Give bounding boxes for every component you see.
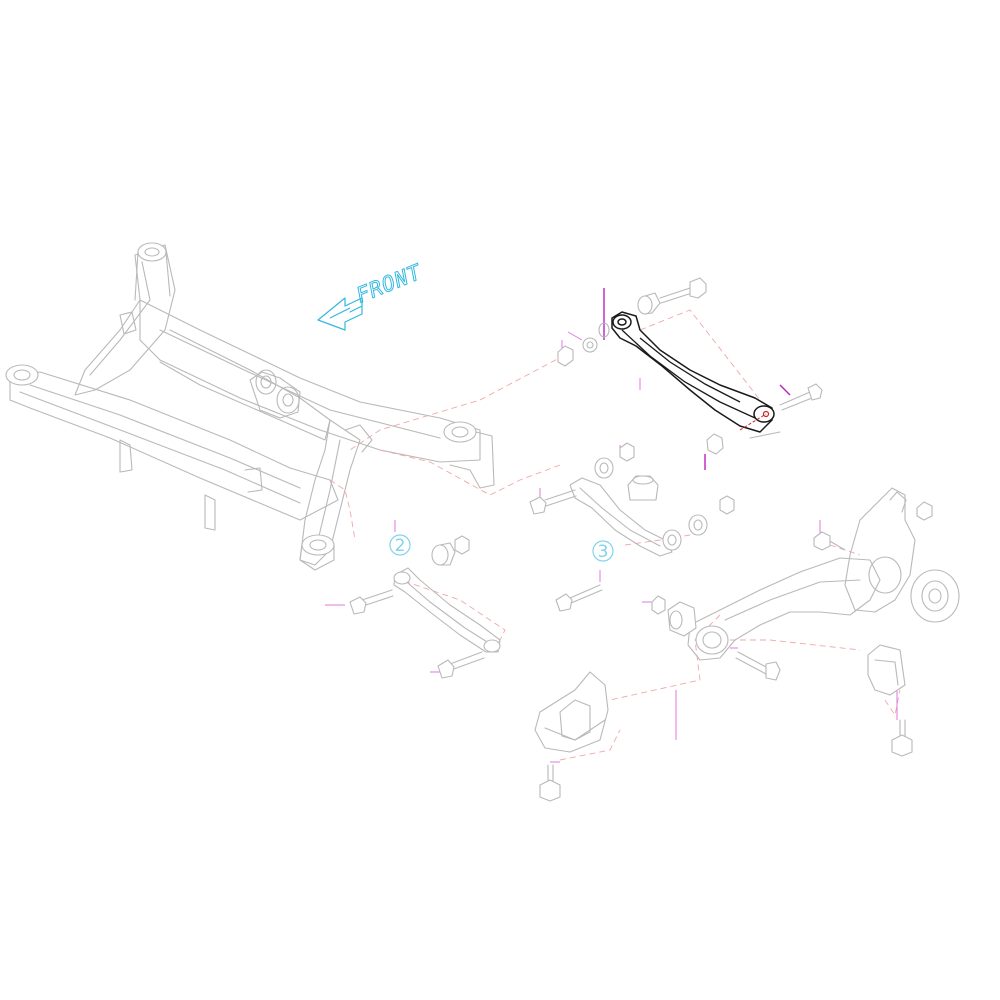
upper-arm-assembly <box>529 442 735 612</box>
callout-2: 2 <box>389 534 411 556</box>
lower-mount-bracket <box>534 671 609 802</box>
callout-3: 3 <box>592 540 614 562</box>
trailing-link-arm <box>611 311 773 433</box>
knuckle-and-trailing-arm <box>651 487 960 757</box>
callout-2-number: 2 <box>395 536 406 556</box>
reference-ticks <box>325 288 898 763</box>
rear-subframe <box>5 242 495 571</box>
trailing-link-fasteners <box>557 277 823 455</box>
front-arrow-icon <box>317 297 363 331</box>
callout-3-number: 3 <box>598 542 609 562</box>
front-direction-indicator: FRONT <box>317 259 426 331</box>
lower-lateral-link-assembly <box>349 535 501 679</box>
highlighted-trailing-link-assembly <box>611 311 775 433</box>
front-label: FRONT <box>353 260 426 308</box>
leader-lines <box>329 309 926 761</box>
